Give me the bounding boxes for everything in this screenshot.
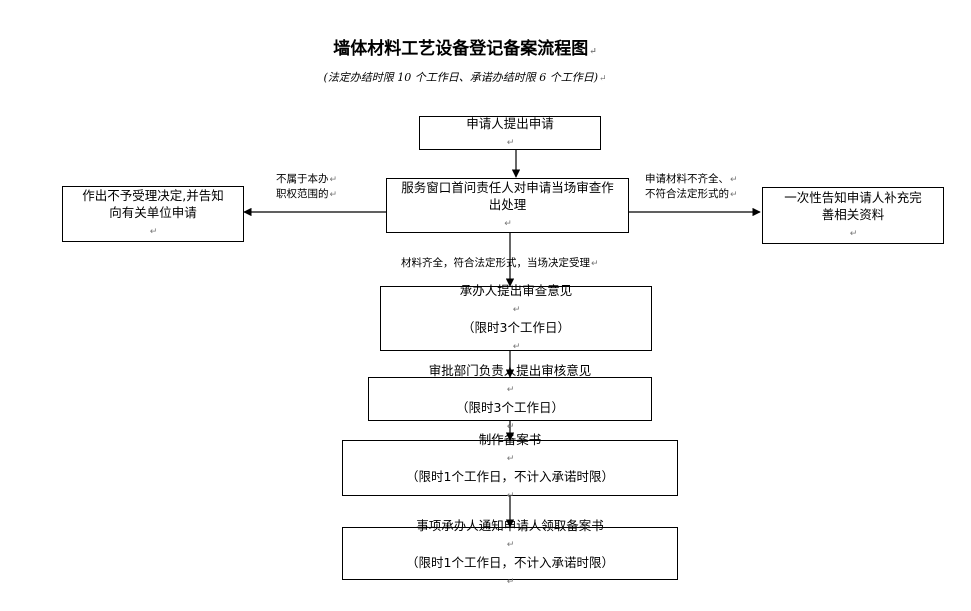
node-reject: 作出不予受理决定,并告知 向有关单位申请↵ (62, 186, 244, 242)
node-apply: 申请人提出申请↵ (419, 116, 601, 150)
node-supplement: 一次性告知申请人补充完 善相关资料↵ (762, 187, 944, 244)
node-dept-review: 审批部门负责人提出审核意见↵ （限时3个工作日）↵ (368, 363, 652, 432)
node-window-review: 服务窗口首问责任人对申请当场审查作 出处理↵ (386, 178, 629, 233)
edge-label-not-in-scope: 不属于本办↵ 职权范围的↵ (276, 173, 338, 200)
page-title: 墙体材料工艺设备登记备案流程图↵ (333, 39, 597, 59)
edge-label-incomplete: 申请材料不齐全、↵ 不符合法定形式的↵ (645, 173, 738, 200)
node-handler-review: 承办人提出审查意见↵ （限时3个工作日）↵ (380, 283, 652, 352)
edge-label-accepted: 材料齐全，符合法定形式，当场决定受理↵ (401, 257, 599, 269)
page-subtitle: (法定办结时限 10 个工作日、承诺办结时限 6 个工作日)↵ (323, 71, 607, 84)
node-make-certificate: 制作备案书↵ （限时1个工作日，不计入承诺时限）↵ (342, 432, 678, 501)
node-notify-applicant: 事项承办人通知申请人领取备案书↵ （限时1个工作日，不计入承诺时限）↵ (342, 518, 678, 587)
